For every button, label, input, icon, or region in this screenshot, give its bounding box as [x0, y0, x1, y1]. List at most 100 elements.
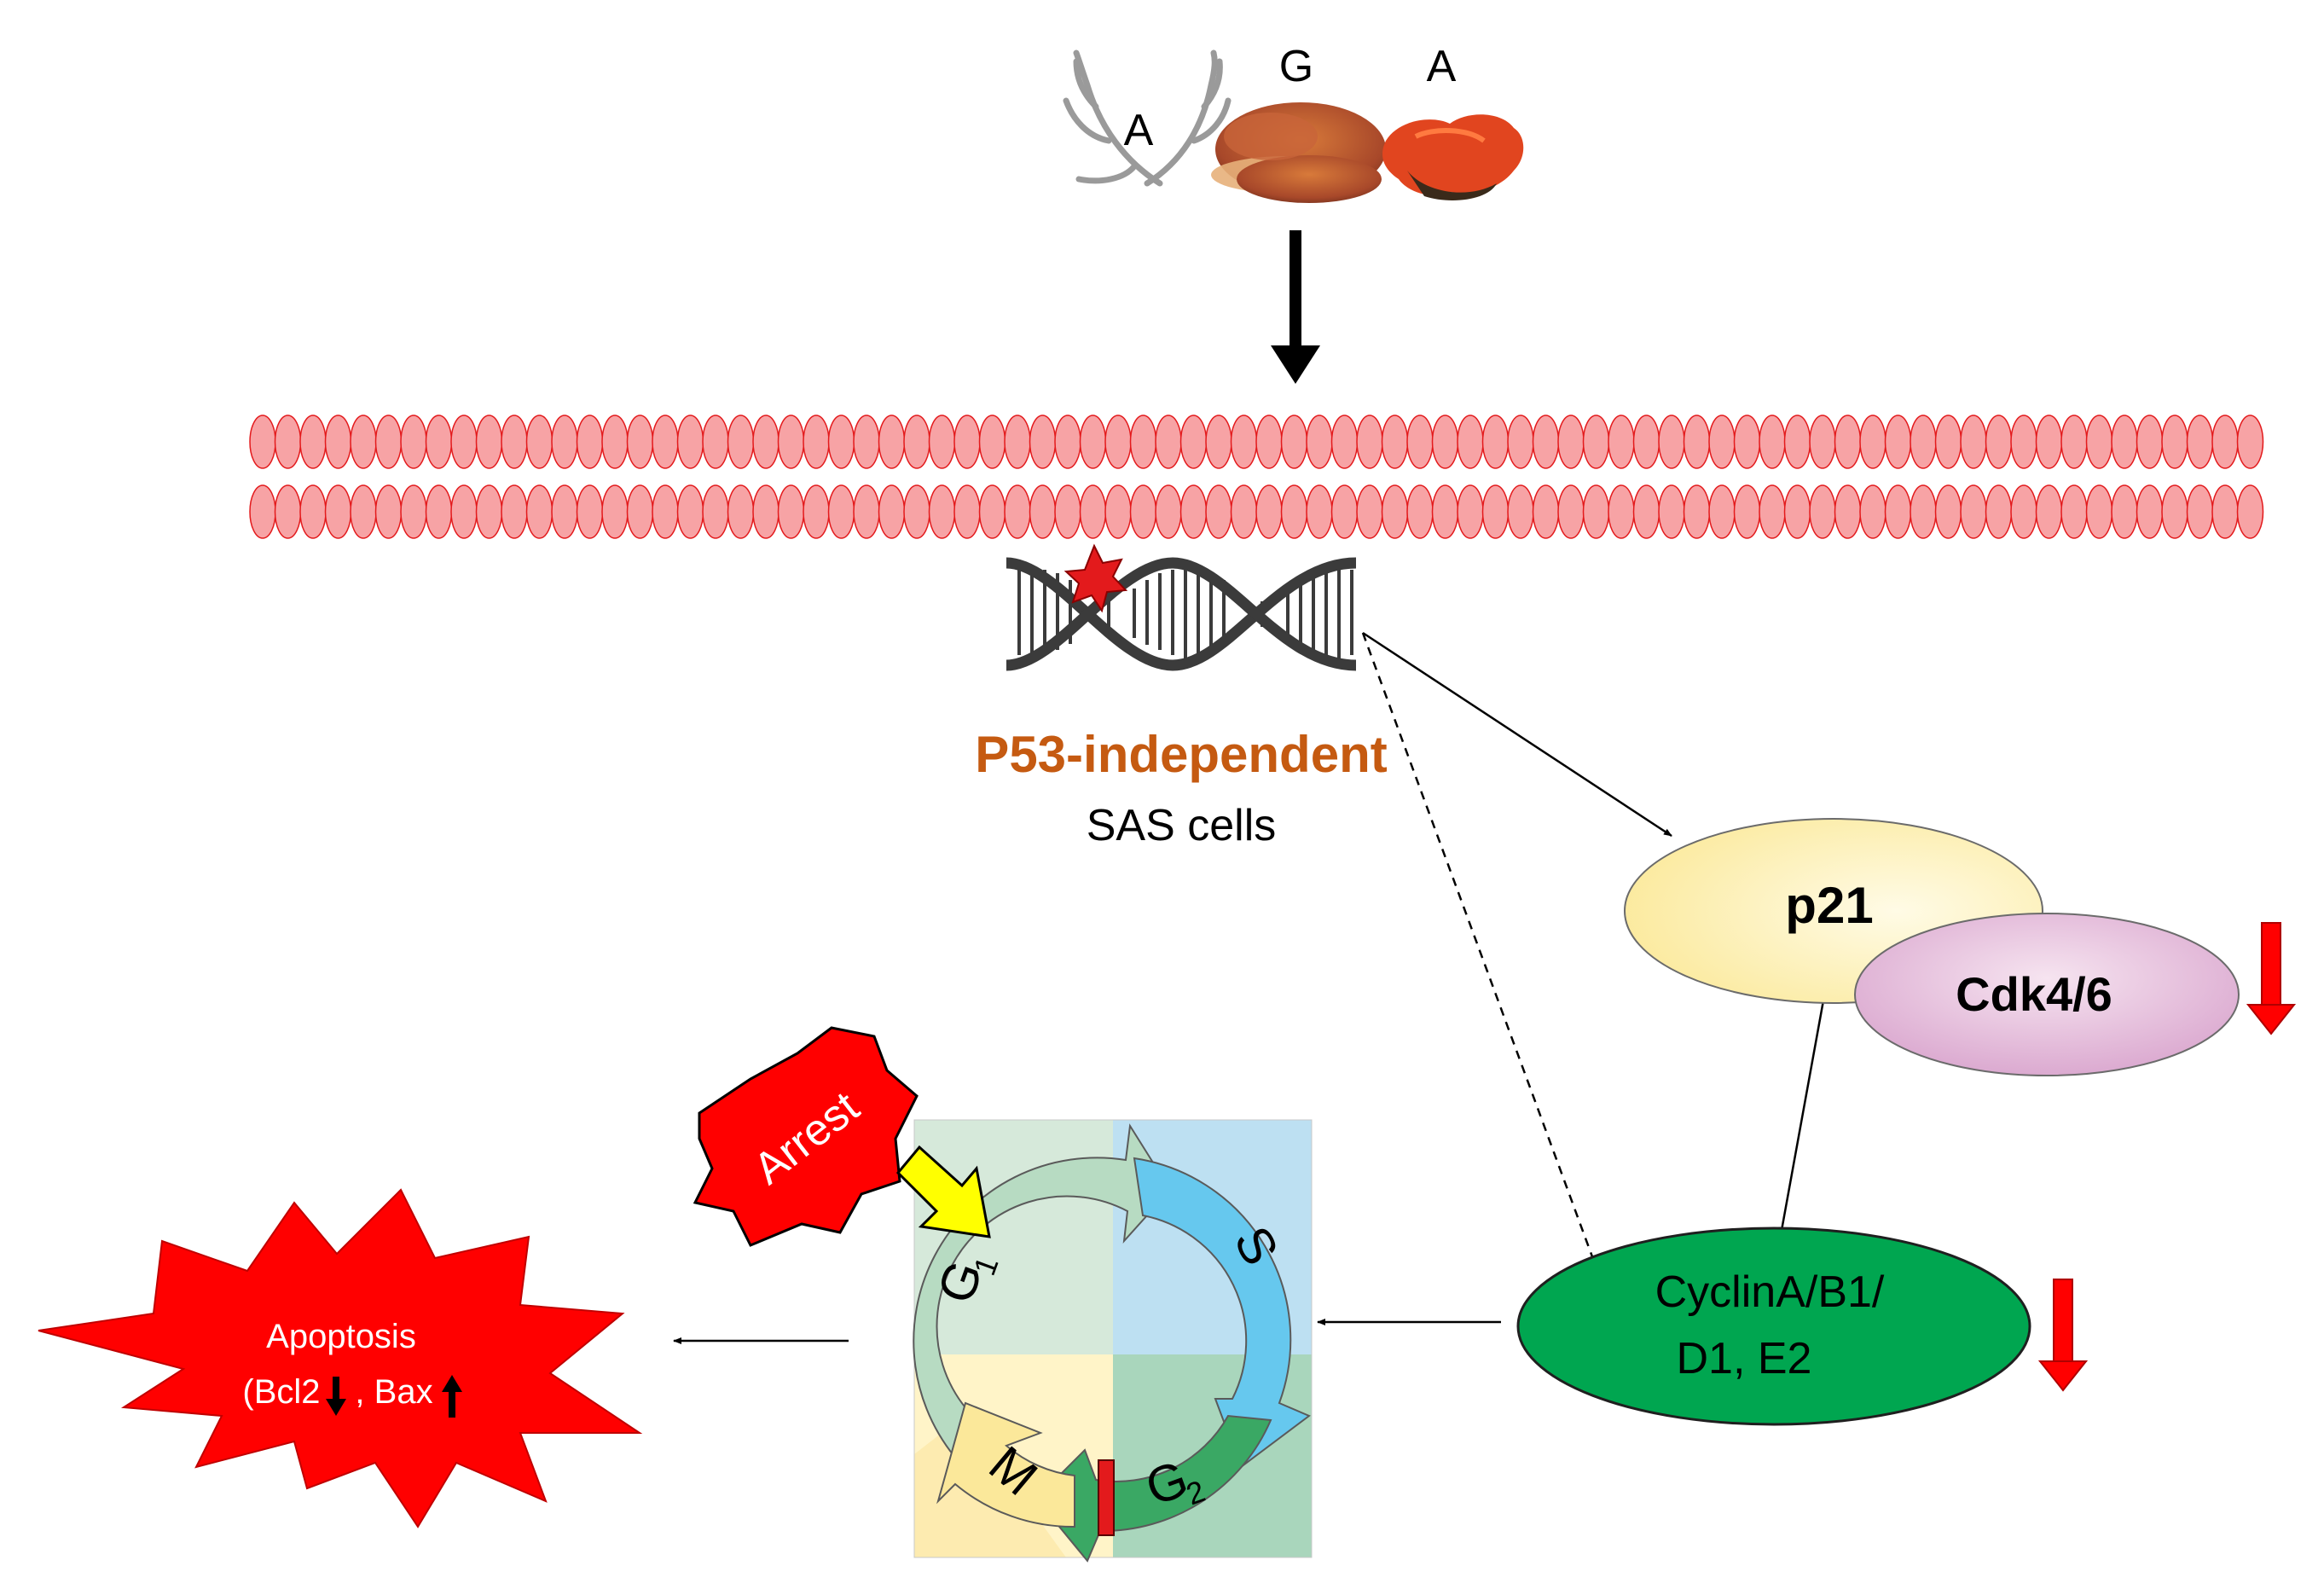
- membrane-lipid: [525, 415, 553, 469]
- p21-to-cyclin-arrow: [1778, 990, 1827, 1236]
- membrane-lipid: [878, 415, 906, 469]
- membrane-lipid: [324, 415, 352, 469]
- membrane-lipid: [1457, 415, 1484, 469]
- membrane-lipid: [1004, 415, 1031, 469]
- membrane-lipid: [1230, 415, 1258, 469]
- membrane-lipid: [1481, 415, 1510, 469]
- membrane-lipid: [1884, 484, 1912, 539]
- membrane-lipid: [978, 484, 1006, 539]
- membrane-lipid: [525, 484, 553, 539]
- membrane-lipid: [1129, 415, 1157, 469]
- membrane-lipid: [1632, 415, 1660, 469]
- membrane-lipid: [878, 484, 906, 539]
- membrane-lipid: [1406, 415, 1434, 469]
- membrane-lipid: [1783, 484, 1811, 539]
- membrane-lipid: [1859, 484, 1886, 539]
- membrane-lipid: [249, 415, 276, 469]
- dna-icon: [1006, 557, 1357, 671]
- membrane-lipid: [374, 484, 403, 539]
- membrane-lipid: [2060, 484, 2088, 539]
- p53-independent-label: P53-independent: [975, 726, 1387, 783]
- membrane-lipid: [1507, 415, 1534, 469]
- membrane-lipid: [1029, 484, 1057, 539]
- membrane-lipid: [1608, 415, 1635, 469]
- ganoderma-label: G: [1279, 42, 1313, 91]
- membrane-lipid: [1910, 484, 1937, 539]
- arrest-yellow-arrow-icon: [895, 1145, 991, 1238]
- membrane-lipid: [1532, 484, 1560, 539]
- membrane-lipid: [274, 484, 302, 539]
- membrane-lipid: [1079, 484, 1107, 539]
- membrane-lipid: [1406, 484, 1434, 539]
- membrane-lipid: [1155, 484, 1182, 539]
- membrane-lipid: [978, 415, 1006, 469]
- membrane-lipid: [676, 415, 704, 469]
- cyclin-label-line2: D1, E2: [1677, 1334, 1812, 1383]
- membrane-lipid: [1759, 484, 1786, 539]
- membrane-lipid: [400, 415, 427, 469]
- membrane-lipid: [374, 415, 403, 469]
- membrane-lipid: [1356, 415, 1383, 469]
- membrane-lipid: [2186, 415, 2214, 469]
- membrane-lipid: [1733, 484, 1761, 539]
- cyclin-label-line1: CyclinA/B1/: [1655, 1267, 1885, 1317]
- membrane-lipid: [1608, 484, 1635, 539]
- membrane-lipid: [1658, 484, 1685, 539]
- membrane-lipid: [1230, 484, 1258, 539]
- membrane-lipid: [1004, 484, 1031, 539]
- membrane-lipid: [1104, 415, 1132, 469]
- membrane-lipid: [1859, 415, 1886, 469]
- membrane-lipid: [1708, 415, 1736, 469]
- membrane-lipid: [903, 415, 930, 469]
- membrane-lipid: [1884, 415, 1912, 469]
- membrane-lipid: [2060, 415, 2088, 469]
- cyclin-down-arrow-icon: [2037, 1279, 2089, 1392]
- membrane-lipid: [1934, 415, 1962, 469]
- membrane-lipid: [1155, 415, 1182, 469]
- membrane-lipid: [450, 484, 478, 539]
- membrane-lipid: [2236, 484, 2264, 539]
- membrane-lipid: [576, 415, 604, 469]
- bax-up-arrow-icon: [442, 1375, 462, 1418]
- membrane-lipid: [652, 484, 679, 539]
- membrane-lipid: [1557, 484, 1585, 539]
- membrane-lipid: [676, 484, 704, 539]
- membrane-lipid: [853, 415, 880, 469]
- membrane-lipid: [1054, 415, 1081, 469]
- membrane-lipid: [501, 484, 528, 539]
- membrane-lipid: [1330, 415, 1359, 469]
- membrane-lipid: [2035, 484, 2063, 539]
- membrane-lipid: [2010, 415, 2037, 469]
- apoptosis-label: Apoptosis: [266, 1318, 416, 1355]
- membrane-lipid: [2035, 415, 2063, 469]
- g2m-checkpoint-bar: [1098, 1459, 1115, 1536]
- dna-damage-icon: [1063, 543, 1128, 613]
- membrane-lipid: [1306, 484, 1333, 539]
- membrane-lipid: [299, 415, 327, 469]
- treatment-arrow: [1271, 230, 1320, 384]
- membrane-lipid: [1759, 415, 1786, 469]
- membrane-lipid: [475, 415, 503, 469]
- membrane-lipid: [2161, 415, 2188, 469]
- membrane-lipid: [1632, 484, 1660, 539]
- membrane-lipid: [425, 415, 453, 469]
- membrane-lipid: [1708, 484, 1736, 539]
- membrane-lipid: [1557, 415, 1585, 469]
- cdk46-node: [1854, 913, 2240, 1076]
- membrane-lipid: [752, 415, 779, 469]
- membrane-lipid: [2136, 484, 2164, 539]
- membrane-lipid: [2211, 484, 2239, 539]
- membrane-lipid: [1255, 484, 1283, 539]
- cyclin-node: [1516, 1227, 2031, 1426]
- dna-to-cyclin-dashed-arrow: [1361, 632, 1598, 1269]
- cdk46-label: Cdk4/6: [1956, 967, 2112, 1021]
- membrane-lipid: [803, 415, 830, 469]
- membrane-lipid: [1381, 484, 1409, 539]
- membrane-lipid: [1431, 415, 1459, 469]
- membrane-lipid: [1079, 415, 1107, 469]
- membrane-lipid: [953, 415, 981, 469]
- membrane-lipid: [249, 484, 276, 539]
- membrane-lipid: [652, 415, 679, 469]
- bcl2-down-arrow-icon: [326, 1377, 346, 1416]
